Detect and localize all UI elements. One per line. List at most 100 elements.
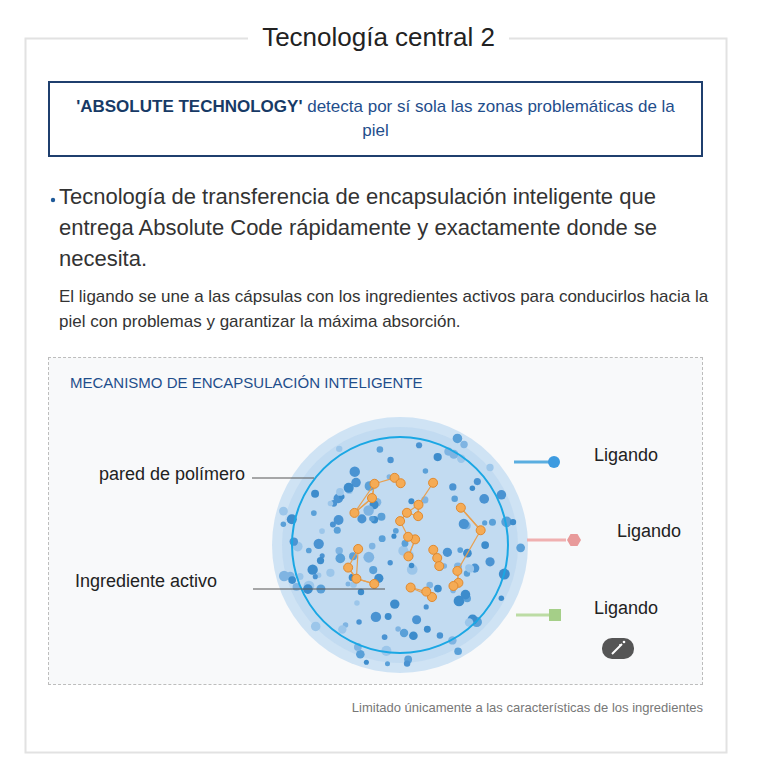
particle [314, 539, 324, 549]
particle [382, 634, 388, 640]
ingredient-molecule [422, 587, 431, 596]
particle [409, 563, 414, 568]
particle [451, 496, 457, 502]
particle [459, 519, 469, 529]
particle [307, 564, 317, 574]
particle [311, 510, 317, 516]
ingredient-molecule [453, 566, 462, 575]
particle [454, 647, 462, 655]
ingredient-molecule [476, 526, 485, 535]
particle [460, 441, 467, 448]
particle [279, 571, 289, 581]
particle [364, 660, 369, 665]
particle [393, 528, 399, 534]
particle [313, 574, 318, 579]
particle [357, 514, 366, 523]
particle [434, 453, 442, 461]
particle [319, 528, 325, 534]
particle [326, 569, 334, 577]
capsule-halo [272, 417, 528, 673]
mechanism-panel: MECANISMO DE ENCAPSULACIÓN INTELIGENTE [48, 357, 703, 685]
ingredient-molecule [402, 508, 411, 517]
particle [356, 619, 361, 624]
panel-heading: MECANISMO DE ENCAPSULACIÓN INTELIGENTE [70, 374, 423, 391]
particle [391, 534, 396, 539]
particle [371, 612, 381, 622]
particle [363, 505, 373, 515]
particle [423, 468, 429, 474]
particle [290, 537, 298, 545]
ingredient-molecule [414, 512, 423, 521]
particle [424, 604, 429, 609]
particle [288, 576, 296, 584]
particle [400, 629, 408, 637]
particle [311, 490, 319, 498]
particle [336, 488, 344, 496]
ligand-label: Ligando [594, 598, 694, 620]
ligand-label: Ligando [594, 445, 694, 467]
ingredient-molecule [414, 500, 423, 509]
particle [369, 566, 377, 574]
particle [409, 631, 418, 640]
ligand-stem [527, 539, 566, 542]
ligand-stem [516, 614, 550, 617]
particle [404, 660, 410, 666]
particle [482, 520, 487, 525]
particle [461, 590, 471, 600]
particle [416, 442, 422, 448]
ingredient-molecule [429, 545, 438, 554]
headline-text: detecta por sí sola las zonas problemáti… [307, 97, 675, 140]
footnote: Limitado únicamente a las característica… [300, 700, 703, 715]
brand-name: 'ABSOLUTE TECHNOLOGY' [76, 97, 302, 116]
particle [457, 547, 463, 553]
capsule-halo-inner [282, 427, 518, 663]
ingredient-molecule [352, 574, 361, 583]
ingredient-molecule [404, 532, 413, 541]
ingredient-molecule [404, 552, 413, 561]
polymer-wall [292, 437, 508, 653]
particle [453, 434, 463, 444]
leader-line [253, 589, 385, 590]
capsule-dots [279, 434, 525, 667]
panel-title-text: Tecnología central 2 [248, 20, 509, 54]
particle [317, 557, 324, 564]
node-text: MECANISMO DE ENCAPSULACIÓN INTELIGENTE [70, 372, 681, 393]
particle [510, 519, 516, 525]
particle [424, 626, 431, 633]
particle [350, 466, 360, 476]
ingredient-molecule [370, 579, 379, 588]
particle [437, 632, 443, 638]
particle [334, 527, 341, 534]
particle [338, 625, 346, 633]
particle [279, 507, 288, 516]
particle [408, 498, 414, 504]
ligand-stem [514, 461, 550, 464]
particle [516, 543, 525, 552]
particle [486, 464, 493, 471]
ingredient-molecule [354, 544, 363, 553]
ingredient-molecule [370, 479, 379, 488]
ligand-label: Ligando [617, 521, 702, 543]
headline-box: 'ABSOLUTE TECHNOLOGY' detecta por sí sola… [48, 81, 703, 157]
particle [434, 585, 442, 593]
ingredient-molecule [433, 553, 442, 562]
particle [377, 513, 385, 521]
ingredient-molecule [456, 503, 465, 512]
node-text: 'ABSOLUTE TECHNOLOGY' detecta por sí sola… [70, 95, 681, 143]
particle [489, 519, 496, 526]
particle [485, 557, 494, 566]
particle [369, 516, 375, 522]
bond [457, 530, 480, 571]
part-label: Ingrediente activo [75, 571, 217, 593]
particle [412, 615, 421, 624]
ligand-symbol [549, 609, 561, 621]
ligand-symbol [567, 534, 581, 546]
ingredient-molecule [344, 563, 353, 572]
part-label: pared de polímero [99, 464, 245, 486]
particle [335, 554, 345, 564]
particle [311, 622, 321, 632]
particle [385, 661, 390, 666]
bullet-dot [51, 198, 55, 202]
ingredient-molecule [396, 479, 405, 488]
